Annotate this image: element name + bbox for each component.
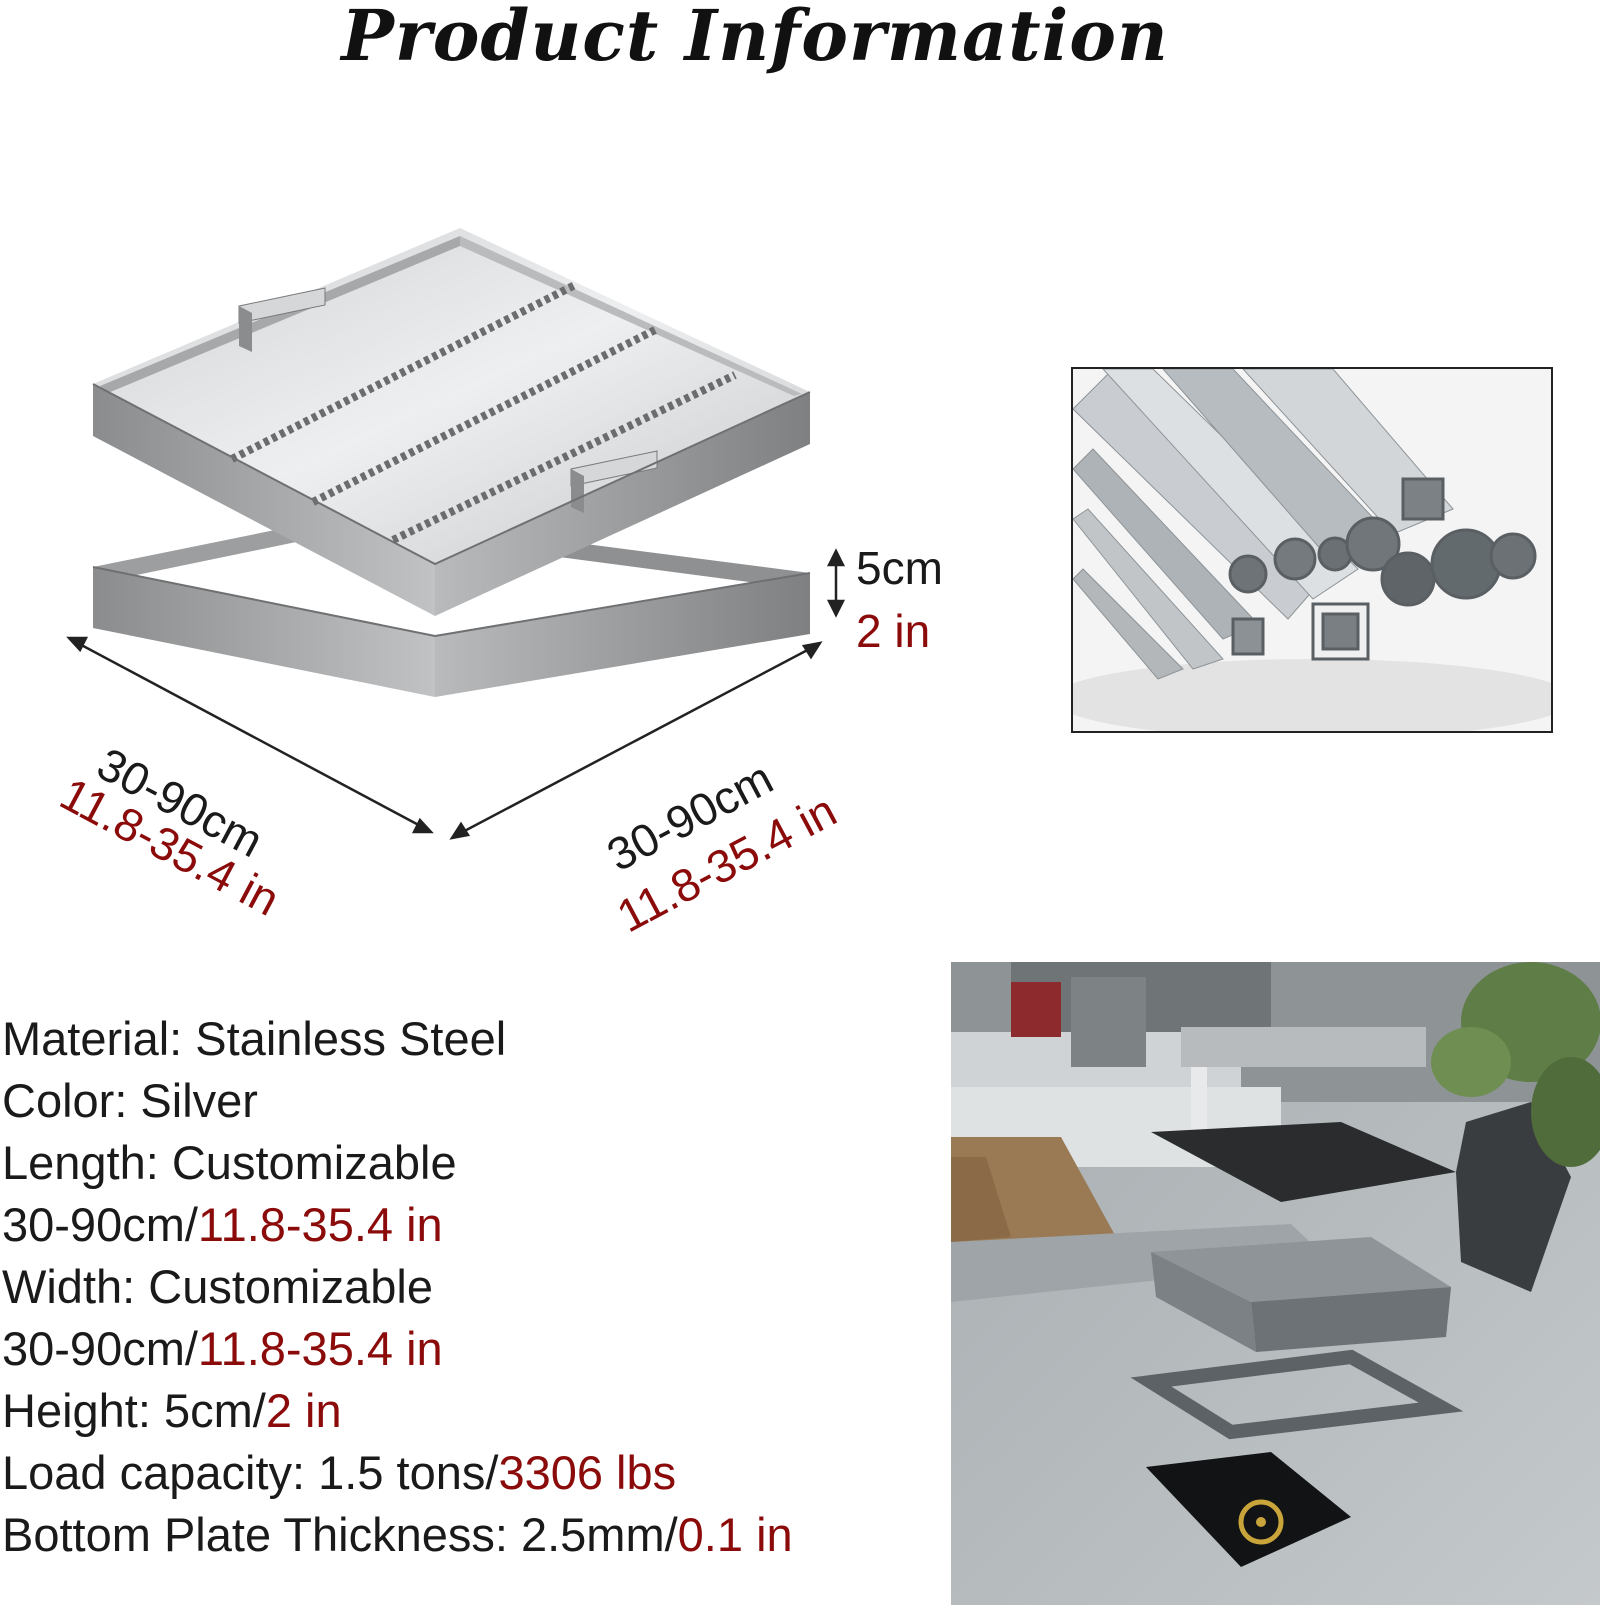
cover-tray bbox=[92, 228, 811, 616]
width-arrow bbox=[449, 641, 823, 840]
height-arrow bbox=[826, 548, 846, 618]
spec-text: Height: 5cm/ bbox=[2, 1384, 266, 1437]
spec-value-imperial: 11.8-35.4 in bbox=[197, 1322, 443, 1375]
patio-pit bbox=[1146, 1452, 1351, 1567]
stainless-steel-material-photo bbox=[1071, 367, 1553, 733]
patio-frame bbox=[1130, 1349, 1464, 1440]
spec-value-imperial: 3306 lbs bbox=[498, 1446, 677, 1499]
height-cm-label: 5cm bbox=[856, 542, 943, 594]
page-title: Product Information bbox=[341, 0, 1169, 77]
spec-list: Material: Stainless Steel Color: Silver … bbox=[2, 1008, 793, 1566]
spec-text: Load capacity: 1.5 tons/ bbox=[2, 1446, 499, 1499]
spec-length: Length: Customizable bbox=[2, 1132, 793, 1194]
spec-material: Material: Stainless Steel bbox=[2, 1008, 793, 1070]
spec-color: Color: Silver bbox=[2, 1070, 793, 1132]
patio-cover-tray bbox=[1151, 1237, 1451, 1352]
plant bbox=[1431, 962, 1600, 1167]
spec-height: Height: 5cm/2 in bbox=[2, 1380, 793, 1442]
spec-text: 30-90cm/ bbox=[2, 1198, 198, 1251]
spec-bottom-plate-thickness: Bottom Plate Thickness: 2.5mm/0.1 in bbox=[2, 1504, 793, 1566]
spec-load-capacity: Load capacity: 1.5 tons/3306 lbs bbox=[2, 1442, 793, 1504]
patio-installation-photo bbox=[951, 962, 1600, 1605]
spec-text: Width: Customizable bbox=[2, 1260, 433, 1313]
tube-ends bbox=[1228, 477, 1537, 661]
spec-value-imperial: 2 in bbox=[265, 1384, 342, 1437]
spec-text: 30-90cm/ bbox=[2, 1322, 198, 1375]
length-arrow bbox=[66, 636, 434, 834]
spec-length-range: 30-90cm/11.8-35.4 in bbox=[2, 1194, 793, 1256]
spec-value-imperial: 11.8-35.4 in bbox=[197, 1198, 443, 1251]
spec-text: Material: Stainless Steel bbox=[2, 1012, 507, 1065]
cover-and-frame-illustration bbox=[66, 228, 846, 840]
spec-text: Length: Customizable bbox=[2, 1136, 457, 1189]
spec-value-imperial: 0.1 in bbox=[677, 1508, 793, 1561]
spec-text: Bottom Plate Thickness: 2.5mm/ bbox=[2, 1508, 678, 1561]
spec-width: Width: Customizable bbox=[2, 1256, 793, 1318]
product-diagram: 5cm 2 in 30-90cm 11.8-35.4 in 30-90cm 11… bbox=[0, 200, 1000, 942]
height-in-label: 2 in bbox=[856, 605, 931, 657]
spec-width-range: 30-90cm/11.8-35.4 in bbox=[2, 1318, 793, 1380]
spec-text: Color: Silver bbox=[2, 1074, 258, 1127]
